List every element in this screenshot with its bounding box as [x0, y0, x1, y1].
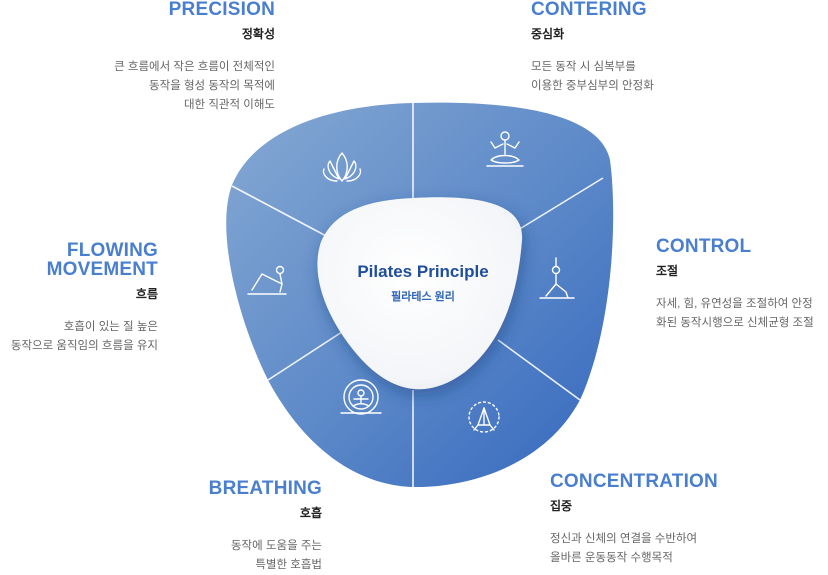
center-title-block: Pilates Principle 필라테스 원리 — [318, 262, 528, 304]
center-title: Pilates Principle — [357, 262, 489, 281]
breathing-figure-icon — [340, 379, 382, 415]
lotus-icon — [322, 152, 362, 182]
center-shape — [317, 197, 523, 390]
principle-contering: CONTERING 중심화 모든 동작 시 심복부를 이용한 중부심부의 안정화 — [531, 0, 654, 96]
principle-ko: 조절 — [656, 264, 679, 278]
principle-en: FLOWING MOVEMENT — [46, 240, 158, 280]
principle-ko: 호흡 — [299, 506, 322, 520]
center-subtitle: 필라테스 원리 — [391, 291, 455, 303]
praying-hands-icon — [468, 401, 500, 433]
principle-ko: 중심화 — [531, 27, 565, 41]
principle-desc: 호흡이 있는 질 높은 동작으로 움직임의 흐름을 유지 — [10, 321, 158, 352]
principle-desc: 큰 흐름에서 작은 흐름이 전체적인 동작을 형성 동작의 목적에 대한 직관적… — [114, 61, 275, 111]
principle-breathing: BREATHING 호흡 동작에 도움을 주는 특별한 호흡법 — [209, 479, 322, 575]
principle-desc: 동작에 도움을 주는 특별한 호흡법 — [230, 540, 322, 571]
principle-ko: 집중 — [550, 499, 573, 513]
principle-en: CONTERING — [531, 0, 647, 20]
principle-desc: 자세, 힘, 유연성을 조절하여 안정 화된 동작시행으로 신체균형 조절 — [656, 298, 814, 329]
meditation-figure-icon — [486, 131, 524, 167]
principle-desc: 정신과 신체의 연결을 수반하여 올바른 운동동작 수행목적 — [550, 533, 698, 564]
principle-desc: 모든 동작 시 심복부를 이용한 중부심부의 안정화 — [531, 61, 654, 92]
segment-dividers — [231, 103, 604, 487]
principle-flowing-movement: FLOWING MOVEMENT 흐름 호흡이 있는 질 높은 동작으로 움직임… — [11, 241, 158, 356]
principle-en: CONTROL — [656, 236, 752, 257]
principle-ko: 흐름 — [135, 287, 158, 301]
principle-en: BREATHING — [208, 478, 322, 499]
principle-precision: PRECISION 정확성 큰 흐름에서 작은 흐름이 전체적인 동작을 형성 … — [114, 0, 275, 115]
warrior-pose-icon — [539, 257, 575, 299]
principle-en: CONCENTRATION — [550, 471, 718, 492]
principle-control: CONTROL 조절 자세, 힘, 유연성을 조절하여 안정 화된 동작시행으로… — [656, 237, 814, 333]
principle-concentration: CONCENTRATION 집중 정신과 신체의 연결을 수반하여 올바른 운동… — [550, 472, 718, 568]
principle-en: PRECISION — [168, 0, 275, 20]
downward-dog-icon — [247, 265, 287, 295]
principle-ko: 정확성 — [241, 27, 275, 41]
